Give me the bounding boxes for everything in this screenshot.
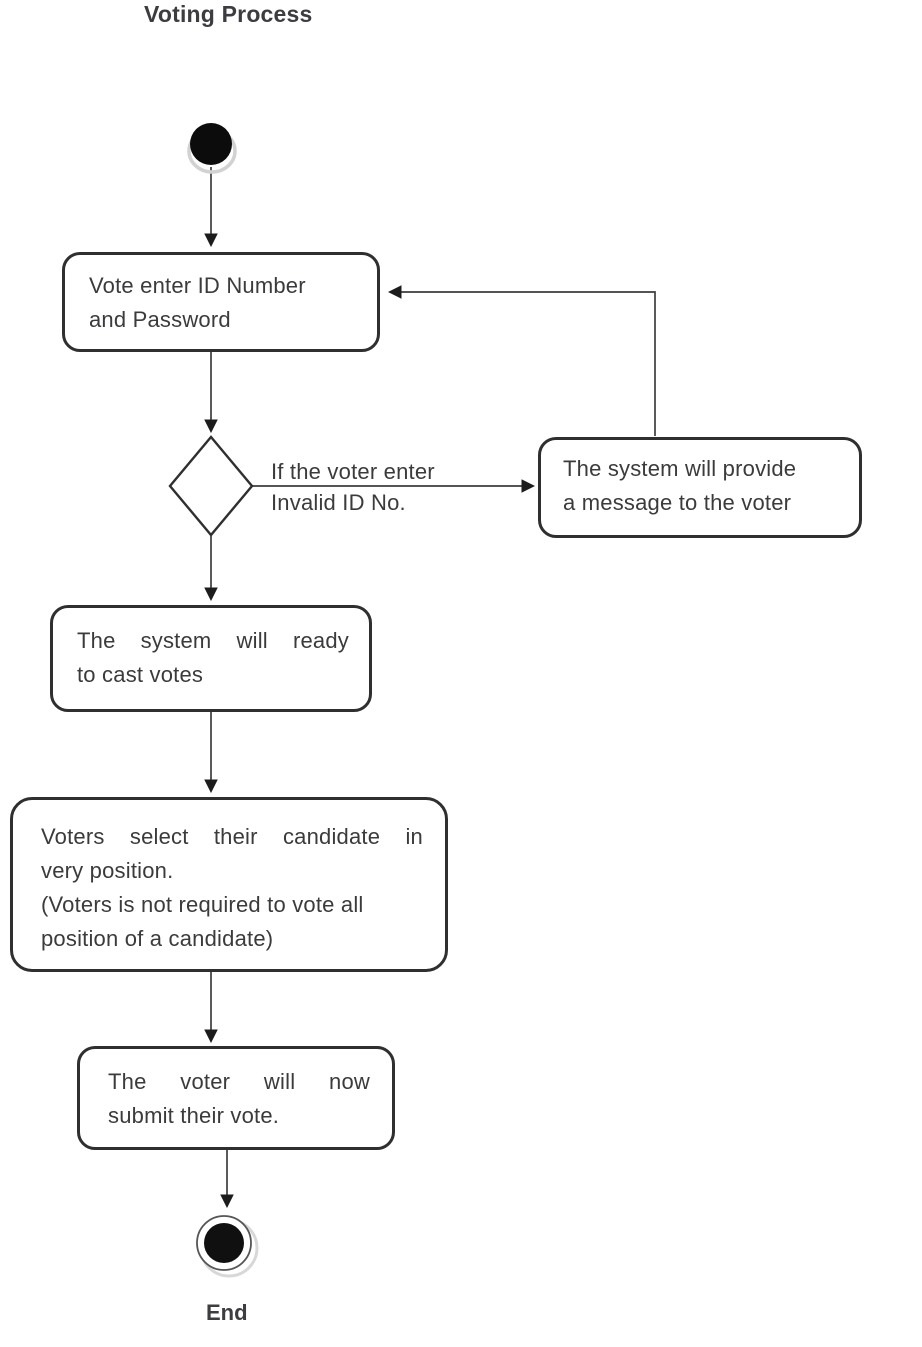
guard-line1: If the voter enter [271, 459, 435, 484]
action-enter-id-line2: and Password [89, 307, 231, 332]
end-node-core [204, 1223, 244, 1263]
action-select-candidate-line2: very position. [41, 858, 174, 883]
guard-line2: Invalid ID No. [271, 490, 406, 515]
action-enter-id-line1: Vote enter ID Number [89, 273, 306, 298]
action-system-message-line2: a message to the voter [563, 490, 792, 515]
action-submit-vote: The voter will now submit their vote. [77, 1046, 395, 1150]
action-enter-id: Vote enter ID Number and Password [62, 252, 380, 352]
action-ready-cast-line1: The system will ready [77, 628, 349, 653]
action-submit-vote-line1: The voter will now [108, 1069, 370, 1094]
end-label: End [206, 1300, 248, 1325]
action-select-candidate: Voters select their candidate in very po… [10, 797, 448, 972]
action-select-candidate-line4: position of a candidate) [41, 926, 274, 951]
action-select-candidate-line3: (Voters is not required to vote all [41, 892, 364, 917]
start-node [190, 123, 232, 165]
action-system-message: The system will provide a message to the… [538, 437, 862, 538]
action-system-message-line1: The system will provide [563, 456, 797, 481]
action-submit-vote-line2: submit their vote. [108, 1103, 280, 1128]
action-ready-cast-line2: to cast votes [77, 662, 204, 687]
guard-label: If the voter enter Invalid ID No. [271, 456, 476, 518]
action-ready-cast: The system will ready to cast votes [50, 605, 372, 712]
diagram-title: Voting Process [144, 1, 313, 27]
decision-diamond [168, 435, 254, 537]
edge-system-message-loopback [387, 285, 656, 436]
action-select-candidate-line1: Voters select their candidate in [41, 824, 423, 849]
